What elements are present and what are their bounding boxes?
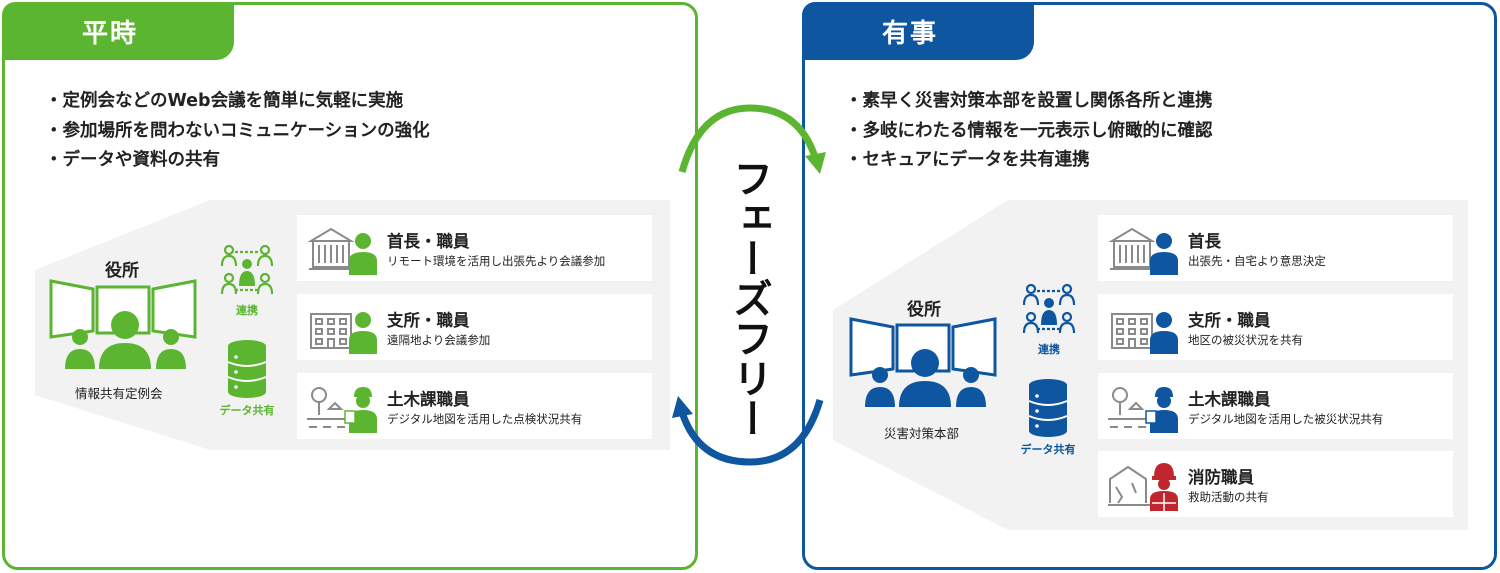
cycle-arrows bbox=[672, 104, 826, 466]
card-desc: デジタル地図を活用した点検状況共有 bbox=[387, 412, 583, 426]
data-share-label: データ共有 bbox=[219, 404, 275, 417]
bullet-item: ・定例会などのWeb会議を簡単に気軽に実施 bbox=[45, 91, 404, 111]
card-role: 土木課職員 bbox=[387, 390, 470, 409]
card-desc: 遠隔地より会議参加 bbox=[387, 333, 491, 347]
bullet-item: ・セキュアにデータを共有連携 bbox=[845, 150, 1090, 170]
emergency-background bbox=[833, 200, 1468, 530]
card-desc: デジタル地図を活用した被災状況共有 bbox=[1188, 412, 1384, 426]
emergency-tab: 有事 bbox=[802, 2, 1034, 60]
card-desc: 救助活動の共有 bbox=[1188, 490, 1269, 504]
link-label: 連携 bbox=[1038, 343, 1060, 356]
city-hall-person-icon bbox=[307, 227, 377, 275]
card-role: 支所・職員 bbox=[387, 311, 470, 330]
card-mayor: 首長 出張先・自宅より意思決定 bbox=[1098, 215, 1453, 281]
card-civil-engineering-staff: 土木課職員 デジタル地図を活用した被災状況共有 bbox=[1098, 373, 1453, 439]
normal-time-panel: 平時 ・定例会などのWeb会議を簡単に気軽に実施 ・参加場所を問わないコミュニケ… bbox=[2, 2, 698, 570]
emergency-bullets: ・素早く災害対策本部を設置し関係各所と連携 ・多岐にわたる情報を一元表示し俯瞰的… bbox=[845, 87, 1213, 176]
card-desc: 出張先・自宅より意思決定 bbox=[1188, 254, 1326, 268]
link-label: 連携 bbox=[236, 304, 258, 317]
link-people-icon bbox=[1022, 283, 1076, 334]
bullet-item: ・素早く災害対策本部を設置し関係各所と連携 bbox=[845, 91, 1213, 111]
database-icon bbox=[1028, 379, 1068, 437]
video-conference-icon bbox=[49, 279, 197, 369]
card-firefighter: 消防職員 救助活動の共有 bbox=[1098, 451, 1453, 517]
card-branch-staff: 支所・職員 地区の被災状況を共有 bbox=[1098, 294, 1453, 360]
card-role: 消防職員 bbox=[1188, 468, 1254, 487]
city-hall-person-icon bbox=[1108, 227, 1178, 275]
normal-time-bullets: ・定例会などのWeb会議を簡単に気軽に実施 ・参加場所を問わないコミュニケーショ… bbox=[45, 87, 430, 176]
hub-title: 役所 bbox=[105, 261, 139, 281]
road-worker-icon bbox=[1108, 387, 1178, 433]
office-building-person-icon bbox=[1111, 312, 1178, 354]
link-people-icon bbox=[220, 244, 274, 295]
database-icon bbox=[227, 340, 267, 398]
hub-caption: 災害対策本部 bbox=[884, 426, 960, 441]
card-role: 支所・職員 bbox=[1188, 311, 1271, 330]
firefighter-icon bbox=[1108, 463, 1178, 511]
video-conference-icon bbox=[849, 317, 997, 407]
data-share-label: データ共有 bbox=[1020, 443, 1076, 456]
hub-title: 役所 bbox=[907, 300, 941, 320]
bullet-item: ・参加場所を問わないコミュニケーションの強化 bbox=[45, 120, 430, 141]
blue-arrowhead-icon bbox=[672, 396, 693, 418]
card-civil-engineering-staff: 土木課職員 デジタル地図を活用した点検状況共有 bbox=[297, 373, 652, 439]
bullet-item: ・データや資料の共有 bbox=[45, 150, 220, 170]
link-group: 連携 bbox=[217, 242, 277, 318]
card-role: 首長・職員 bbox=[387, 232, 470, 251]
card-role: 土木課職員 bbox=[1188, 390, 1271, 409]
bullet-item: ・多岐にわたる情報を一元表示し俯瞰的に確認 bbox=[845, 120, 1213, 141]
data-share-group: データ共有 bbox=[1011, 377, 1085, 457]
green-arrowhead-icon bbox=[805, 152, 826, 174]
card-desc: 地区の被災状況を共有 bbox=[1188, 333, 1303, 347]
normal-time-tab: 平時 bbox=[2, 2, 234, 60]
phase-free-label: フェーズフリー bbox=[726, 158, 772, 438]
link-group: 連携 bbox=[1019, 281, 1079, 357]
card-mayor-staff: 首長・職員 リモート環境を活用し出張先より会議参加 bbox=[297, 215, 652, 281]
office-building-person-icon bbox=[310, 312, 377, 354]
card-role: 首長 bbox=[1188, 232, 1221, 251]
emergency-panel: 有事 ・素早く災害対策本部を設置し関係各所と連携 ・多岐にわたる情報を一元表示し… bbox=[802, 2, 1497, 570]
data-share-group: データ共有 bbox=[210, 338, 284, 418]
road-worker-icon bbox=[307, 387, 377, 433]
card-desc: リモート環境を活用し出張先より会議参加 bbox=[387, 254, 606, 268]
hub-caption: 情報共有定例会 bbox=[75, 386, 163, 401]
card-branch-staff: 支所・職員 遠隔地より会議参加 bbox=[297, 294, 652, 360]
